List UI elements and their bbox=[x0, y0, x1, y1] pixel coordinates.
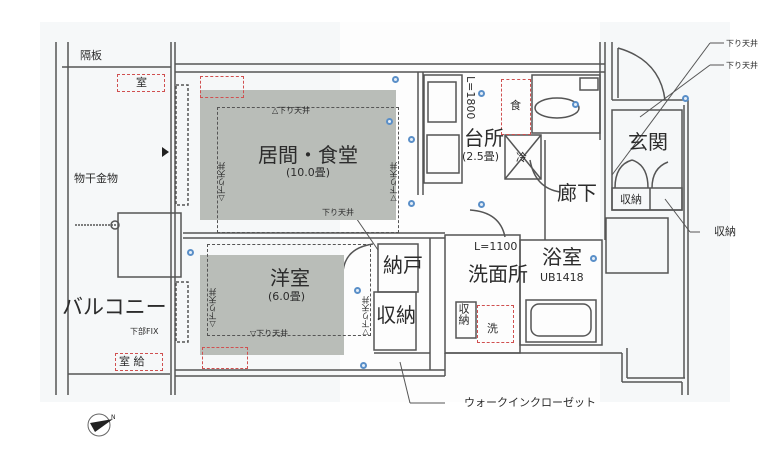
outdoor-unit-bottom: 室 給 bbox=[119, 355, 145, 368]
outlet-icon bbox=[408, 200, 415, 207]
svg-text:N: N bbox=[111, 414, 116, 421]
ac-indoor-western bbox=[202, 347, 248, 369]
outlet-icon bbox=[478, 90, 485, 97]
laundry-hardware-label: 物干金物 bbox=[74, 172, 118, 185]
ceiling-label-western-right: ▽下り天井 bbox=[361, 296, 370, 337]
ceiling-callout-2: 下り天井 bbox=[726, 61, 758, 70]
room-storage-hall: 収納 bbox=[620, 193, 642, 206]
kitchen-counter-length: L=1800 bbox=[464, 76, 477, 120]
ceiling-outline-western bbox=[207, 244, 371, 336]
outlet-icon bbox=[392, 76, 399, 83]
partition-label: 隔板 bbox=[80, 49, 102, 62]
food-symbol: 食 bbox=[510, 99, 521, 112]
ceiling-outline-living bbox=[217, 107, 399, 233]
washer-symbol: 洗 bbox=[487, 322, 498, 335]
ac-indoor-living bbox=[200, 76, 244, 98]
food-box bbox=[501, 79, 531, 135]
room-storage-wash: 収納 bbox=[457, 303, 470, 325]
outlet-icon bbox=[360, 362, 367, 369]
north-arrow-icon: N bbox=[86, 410, 116, 440]
lower-fix-label: 下部FIX bbox=[130, 327, 159, 336]
outlet-icon bbox=[572, 101, 579, 108]
western-room-fill bbox=[200, 255, 344, 355]
washer-box bbox=[477, 305, 514, 343]
outlet-icon bbox=[478, 201, 485, 208]
bathroom-unit: UB1418 bbox=[540, 271, 584, 284]
room-western-size: (6.0畳) bbox=[268, 290, 306, 303]
outlet-icon bbox=[187, 249, 194, 256]
marker-arrow-icon bbox=[162, 147, 169, 157]
outlet-icon bbox=[682, 95, 689, 102]
room-storeroom: 納戸 bbox=[383, 253, 423, 277]
fridge-symbol: 冷 bbox=[516, 151, 527, 164]
room-washroom: 洗面所 bbox=[468, 262, 528, 286]
outlet-icon bbox=[408, 136, 415, 143]
room-living-dining-size: (10.0畳) bbox=[286, 166, 331, 179]
outlet-icon bbox=[354, 287, 361, 294]
room-kitchen: 台所 bbox=[464, 126, 504, 150]
washroom-counter-length: L=1100 bbox=[474, 240, 518, 253]
living-dining-fill bbox=[200, 90, 396, 220]
ceiling-callout-living: 下り天井 bbox=[322, 208, 354, 217]
ceiling-label-living-right: ▽下り天井 bbox=[389, 162, 398, 203]
outlet-icon bbox=[386, 118, 393, 125]
outdoor-unit-top: 室 bbox=[136, 76, 147, 89]
ceiling-callout-1: 下り天井 bbox=[726, 39, 758, 48]
room-kitchen-size: (2.5畳) bbox=[462, 150, 500, 163]
outlet-icon bbox=[590, 255, 597, 262]
room-bathroom: 浴室 bbox=[542, 245, 582, 269]
balcony-label: バルコニー bbox=[62, 295, 167, 319]
room-living-dining: 居間・食堂 bbox=[258, 143, 358, 167]
walkin-closet-callout: ウォークインクローゼット bbox=[464, 396, 596, 409]
room-entrance: 玄関 bbox=[628, 130, 668, 154]
ac-unit-top bbox=[117, 74, 165, 92]
room-western: 洋室 bbox=[270, 266, 310, 290]
ceiling-label-living-left: △下り天井 bbox=[217, 162, 226, 203]
room-hallway: 廊下 bbox=[557, 181, 597, 205]
storage-callout: 収納 bbox=[714, 225, 736, 238]
ceiling-label-living-top: △下り天井 bbox=[272, 106, 311, 115]
ceiling-label-western-bottom: ▽下り天井 bbox=[250, 329, 289, 338]
ac-unit-bottom bbox=[115, 353, 163, 371]
room-storage-main: 収納 bbox=[376, 303, 416, 327]
ceiling-label-western-left: △下り天井 bbox=[208, 288, 217, 329]
